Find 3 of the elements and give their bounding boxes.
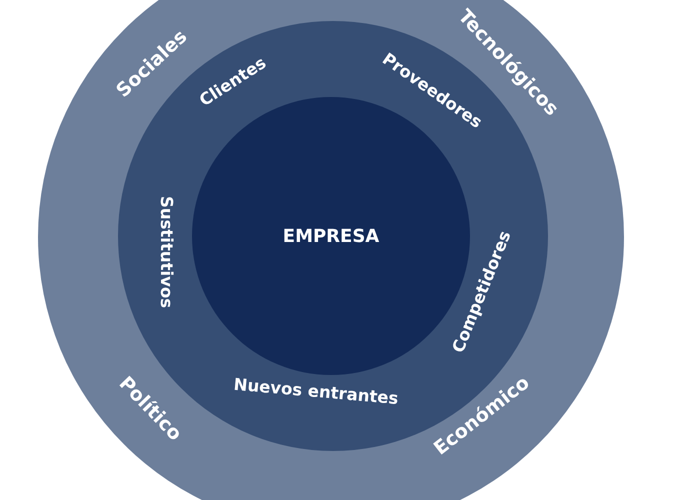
ring-label: Nuevos entrantes — [232, 376, 400, 408]
ring-label: Sustitutivos — [156, 196, 176, 308]
center-label: EMPRESA — [282, 227, 380, 247]
